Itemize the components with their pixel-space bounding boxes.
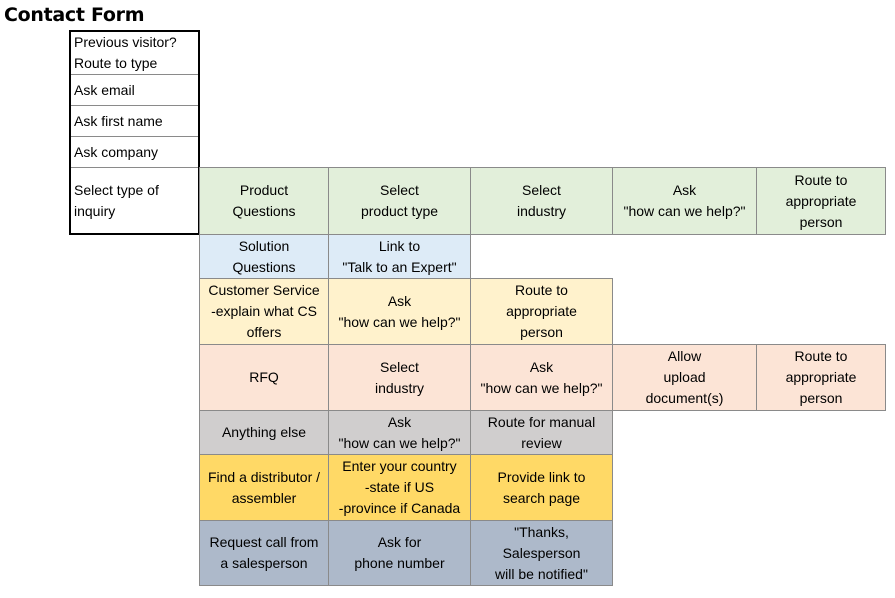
product-step-ask-help: Ask "how can we help?" xyxy=(612,167,757,235)
rfq-cell: RFQ xyxy=(199,344,329,411)
rfq-step-route-person: Route to appropriate person xyxy=(756,344,886,411)
product-step-select-industry: Select industry xyxy=(470,167,613,235)
other-step-ask-help: Ask "how can we help?" xyxy=(328,410,471,455)
product-step-select-product-type: Select product type xyxy=(328,167,471,235)
distributor-step-search-link: Provide link to search page xyxy=(470,454,613,521)
anything-else-cell: Anything else xyxy=(199,410,329,455)
cs-step-route-person: Route to appropriate person xyxy=(470,278,613,345)
step-ask-first-name: Ask first name xyxy=(69,105,200,137)
call-step-ask-phone: Ask for phone number xyxy=(328,520,471,586)
distributor-step-enter-country: Enter your country -state if US -provinc… xyxy=(328,454,471,521)
cs-step-ask-help: Ask "how can we help?" xyxy=(328,278,471,345)
other-step-manual-review: Route for manual review xyxy=(470,410,613,455)
rfq-step-upload-documents: Allow upload document(s) xyxy=(612,344,757,411)
call-step-thanks-message: "Thanks, Salesperson will be notified" xyxy=(470,520,613,586)
rfq-step-select-industry: Select industry xyxy=(328,344,471,411)
find-distributor-cell: Find a distributor / assembler xyxy=(199,454,329,521)
customer-service-cell: Customer Service -explain what CS offers xyxy=(199,278,329,345)
request-call-cell: Request call from a salesperson xyxy=(199,520,329,586)
solution-questions-cell: Solution Questions xyxy=(199,234,329,279)
step-previous-visitor: Previous visitor? Route to type xyxy=(69,30,200,75)
page-title: Contact Form xyxy=(4,4,145,26)
product-step-route-person: Route to appropriate person xyxy=(756,167,886,235)
solution-step-talk-to-expert: Link to "Talk to an Expert" xyxy=(328,234,471,279)
product-questions-cell: Product Questions xyxy=(199,167,329,235)
rfq-step-ask-help: Ask "how can we help?" xyxy=(470,344,613,411)
step-select-inquiry-type: Select type of inquiry xyxy=(69,167,200,235)
step-ask-company: Ask company xyxy=(69,136,200,168)
step-ask-email: Ask email xyxy=(69,74,200,106)
